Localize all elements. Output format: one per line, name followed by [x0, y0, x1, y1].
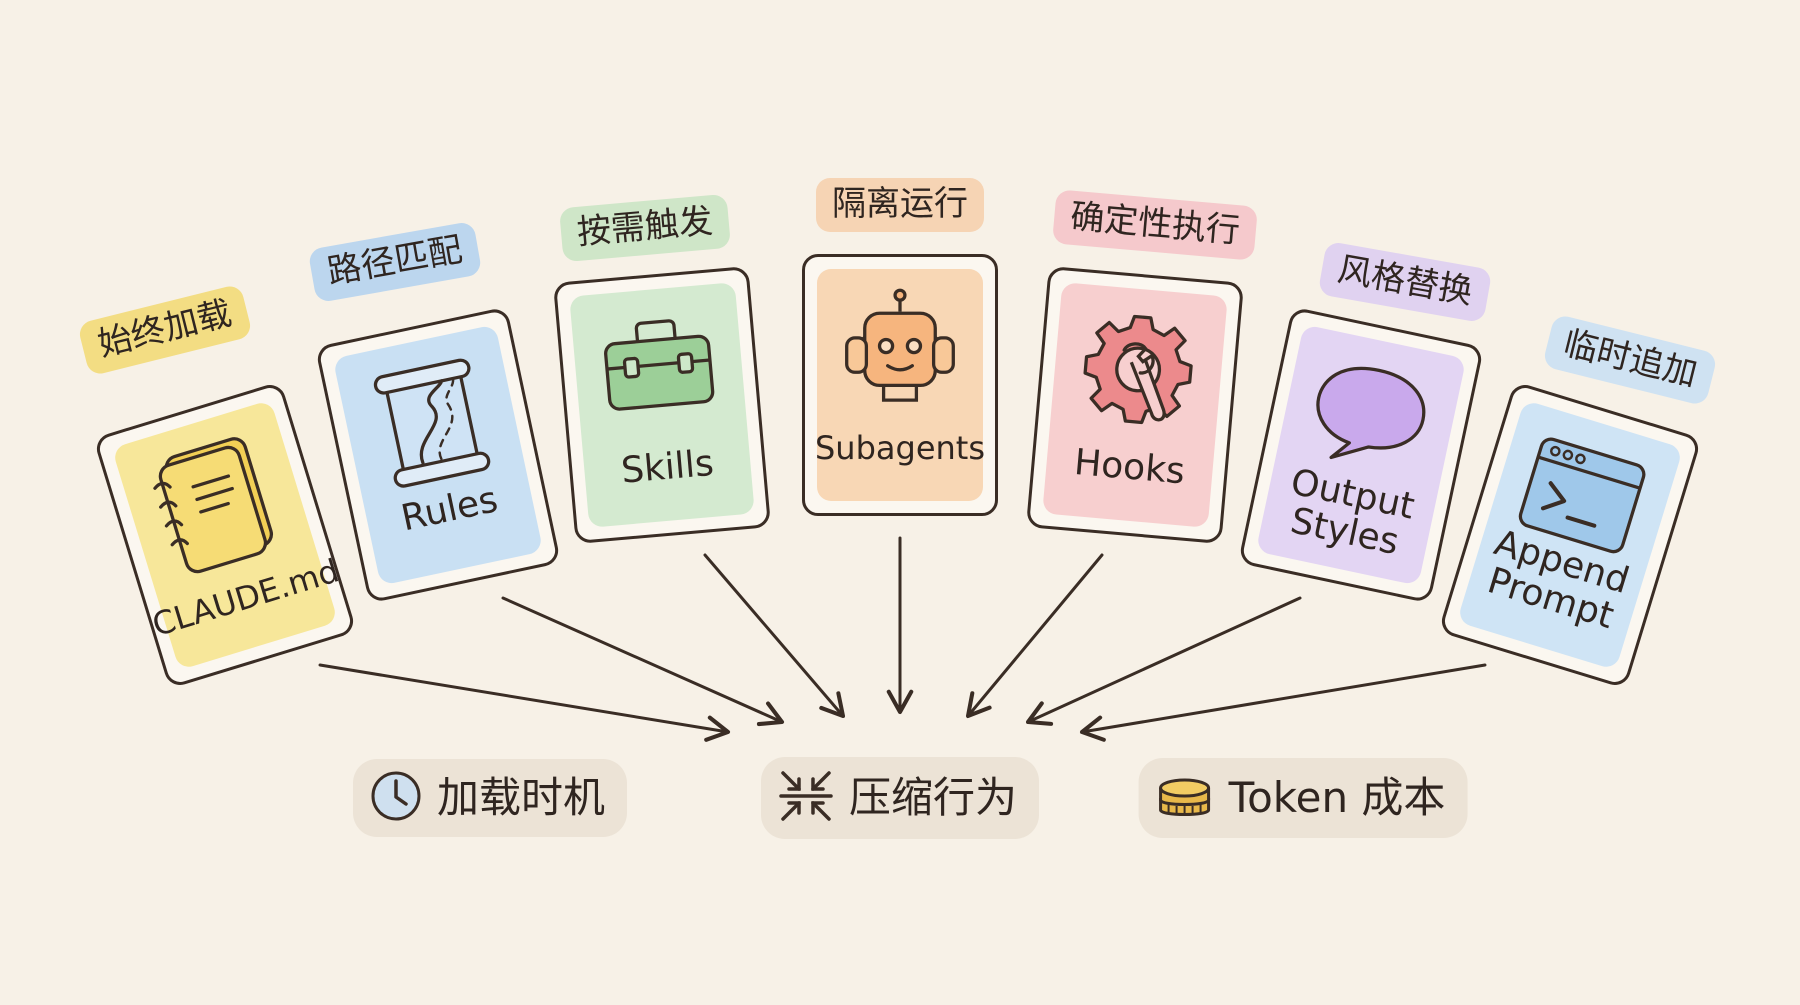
flow-arrow: [965, 553, 1104, 719]
flow-arrow: [1079, 663, 1487, 742]
card-label: Subagents: [814, 429, 985, 467]
clock-icon: [369, 769, 423, 827]
speech-bubble-icon: [1297, 346, 1442, 487]
mechanism-card: Hooks: [1025, 265, 1245, 545]
mechanism-card: Skills: [552, 265, 772, 545]
robot-headphones-icon: [839, 287, 962, 413]
toolbox-icon: [592, 302, 724, 422]
gear-wrench-icon: [1071, 302, 1205, 439]
dimension-label: 加载时机: [436, 773, 606, 822]
card-tag: 隔离运行: [816, 178, 984, 232]
flow-arrow: [1025, 596, 1302, 726]
notebook-icon: [138, 423, 295, 588]
dimension-label: Token 成本: [1228, 773, 1446, 822]
mechanism-card: Subagents: [802, 254, 998, 516]
compress-arrows-icon: [777, 767, 835, 829]
flow-arrow: [501, 596, 785, 727]
dimension-token-cost: Token 成本: [1138, 758, 1468, 838]
flow-arrow: [318, 663, 731, 742]
dimension-label: 压缩行为: [848, 773, 1018, 822]
flow-arrow: [703, 553, 846, 719]
road-map-scroll-icon: [357, 346, 505, 503]
mechanism-card: CLAUDE.md: [92, 381, 358, 689]
dimension-load-timing: 加载时机: [352, 759, 628, 837]
coin-stack-icon: [1155, 768, 1215, 828]
mechanism-card: Rules: [314, 306, 562, 604]
dimension-compression: 压缩行为: [760, 757, 1040, 839]
terminal-window-icon: [1505, 423, 1657, 572]
